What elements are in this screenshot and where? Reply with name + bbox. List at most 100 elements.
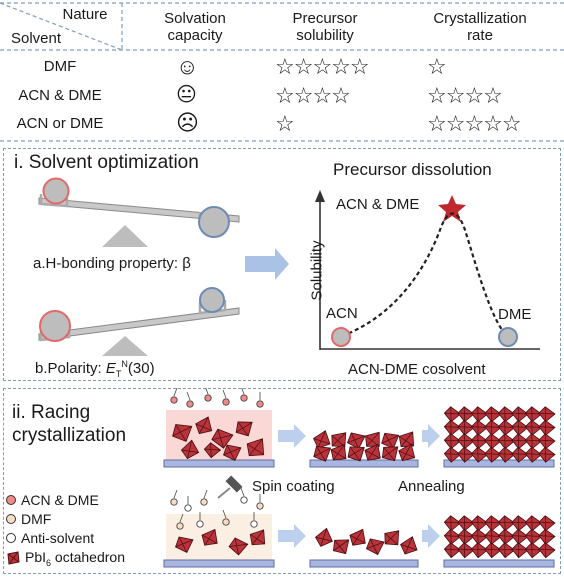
octahedron — [524, 515, 543, 532]
octahedron — [457, 542, 475, 559]
legend-dot-anti-solvent — [6, 533, 16, 543]
row-label-acn-dme: ACN & DME — [18, 87, 102, 104]
dropper-icon — [217, 475, 243, 499]
octahedron — [443, 528, 462, 545]
octahedron-icon — [7, 551, 20, 565]
octahedron — [497, 515, 516, 532]
arrow-right-icon — [245, 248, 289, 280]
evaporation-arrow — [240, 487, 245, 497]
table-lines — [0, 2, 564, 142]
solvent-molecule — [184, 504, 192, 512]
octahedron — [443, 419, 462, 436]
stars-rate-acn-or-dme: ☆☆☆☆☆ — [427, 111, 522, 136]
octahedron — [538, 542, 556, 559]
panel-i-title: i. Solvent optimization — [14, 152, 199, 173]
seesaw-b — [38, 287, 240, 356]
solvent-molecule — [204, 394, 212, 402]
left-point-label: ACN — [326, 305, 358, 322]
octahedron — [470, 419, 489, 436]
solvent-molecule — [250, 520, 258, 528]
panel-solvent-optimization — [3, 148, 561, 381]
octahedron — [365, 431, 380, 447]
octahedron — [364, 443, 381, 461]
label-polarity-symbol: E — [105, 360, 116, 377]
arrow-right-icon — [422, 524, 440, 548]
evaporation-arrow — [179, 513, 184, 523]
panel-ii-title-line1: ii. Racing — [12, 402, 91, 423]
octahedron — [384, 530, 400, 546]
face-neutral-icon: 😐 — [176, 84, 197, 106]
label-polarity-suffix: (30) — [127, 360, 155, 377]
dissolution-graph — [315, 190, 540, 350]
evaporation-arrow — [173, 489, 178, 499]
header-solubility: Precursor solubility — [292, 10, 358, 44]
evaporation-arrow — [173, 388, 178, 397]
label-polarity-sub: T — [115, 369, 122, 379]
octahedron — [497, 542, 516, 559]
solubility-curve — [341, 212, 508, 338]
octahedron — [497, 406, 516, 423]
table: Nature Solvent Solvation capacity Precur… — [0, 0, 564, 145]
legend-label-dmf: DMF — [21, 511, 52, 527]
octahedron — [497, 419, 516, 436]
octahedron — [538, 528, 556, 545]
octahedron — [330, 444, 347, 461]
octahedron — [457, 433, 475, 450]
octahedron — [400, 536, 418, 555]
octahedron — [524, 433, 543, 450]
substrate-1 — [163, 459, 275, 468]
octahedron — [228, 537, 249, 556]
crystallization-scheme — [163, 388, 556, 568]
legend-dmf: DMF — [6, 511, 125, 527]
octahedron — [332, 539, 350, 555]
octahedron — [180, 439, 200, 460]
step-spin-coating: Spin coating — [252, 478, 335, 495]
octahedron — [484, 406, 502, 423]
octahedron — [484, 515, 502, 532]
octahedron — [497, 433, 516, 450]
octahedron — [443, 542, 462, 559]
solvent-molecule — [176, 522, 184, 530]
octahedron — [443, 433, 462, 450]
legend-anti-solvent: Anti-solvent — [6, 530, 125, 546]
legend-dot-acn-dme — [6, 495, 16, 505]
octahedron — [524, 406, 543, 423]
octahedron — [211, 428, 234, 449]
arrow-right-icon — [278, 424, 306, 448]
solvent-molecule — [200, 498, 208, 506]
arrow-right-icon — [422, 424, 440, 448]
octahedron — [484, 419, 502, 436]
arrow-right-icon — [278, 524, 306, 548]
octahedron — [398, 443, 416, 462]
point-dme — [498, 327, 518, 347]
panel-ii-title-line2: crystallization — [12, 425, 127, 446]
right-point-label: DME — [498, 306, 532, 323]
octahedron — [484, 542, 502, 559]
legend-label-acn-dme: ACN & DME — [21, 492, 99, 508]
legend-pbi-sub: 6 — [46, 557, 52, 568]
octahedron — [381, 446, 399, 462]
label-polarity: b.Polarity: ETN(30) — [35, 359, 155, 379]
evaporation-arrow — [241, 388, 245, 395]
octahedron — [470, 406, 489, 423]
octahedron — [457, 528, 475, 545]
octahedron — [346, 432, 366, 450]
star-peak-icon — [438, 195, 466, 222]
octahedron — [511, 433, 529, 450]
octahedron — [511, 515, 529, 532]
panel-racing-crystallization — [3, 388, 561, 574]
octahedron — [235, 421, 253, 437]
solvent-molecule — [222, 398, 230, 406]
octahedron — [201, 528, 218, 546]
octahedron — [538, 515, 556, 532]
row-label-dmf: DMF — [43, 58, 77, 75]
corner-nature: Nature — [62, 6, 108, 23]
octahedron — [347, 446, 365, 462]
x-axis-label: ACN-DME cosolvent — [348, 361, 486, 378]
octahedron — [470, 446, 489, 463]
evaporation-arrow — [222, 509, 227, 519]
octahedron — [443, 446, 462, 463]
octahedron — [470, 528, 489, 545]
octahedron — [175, 536, 194, 554]
seesaw-diagrams — [38, 177, 289, 356]
